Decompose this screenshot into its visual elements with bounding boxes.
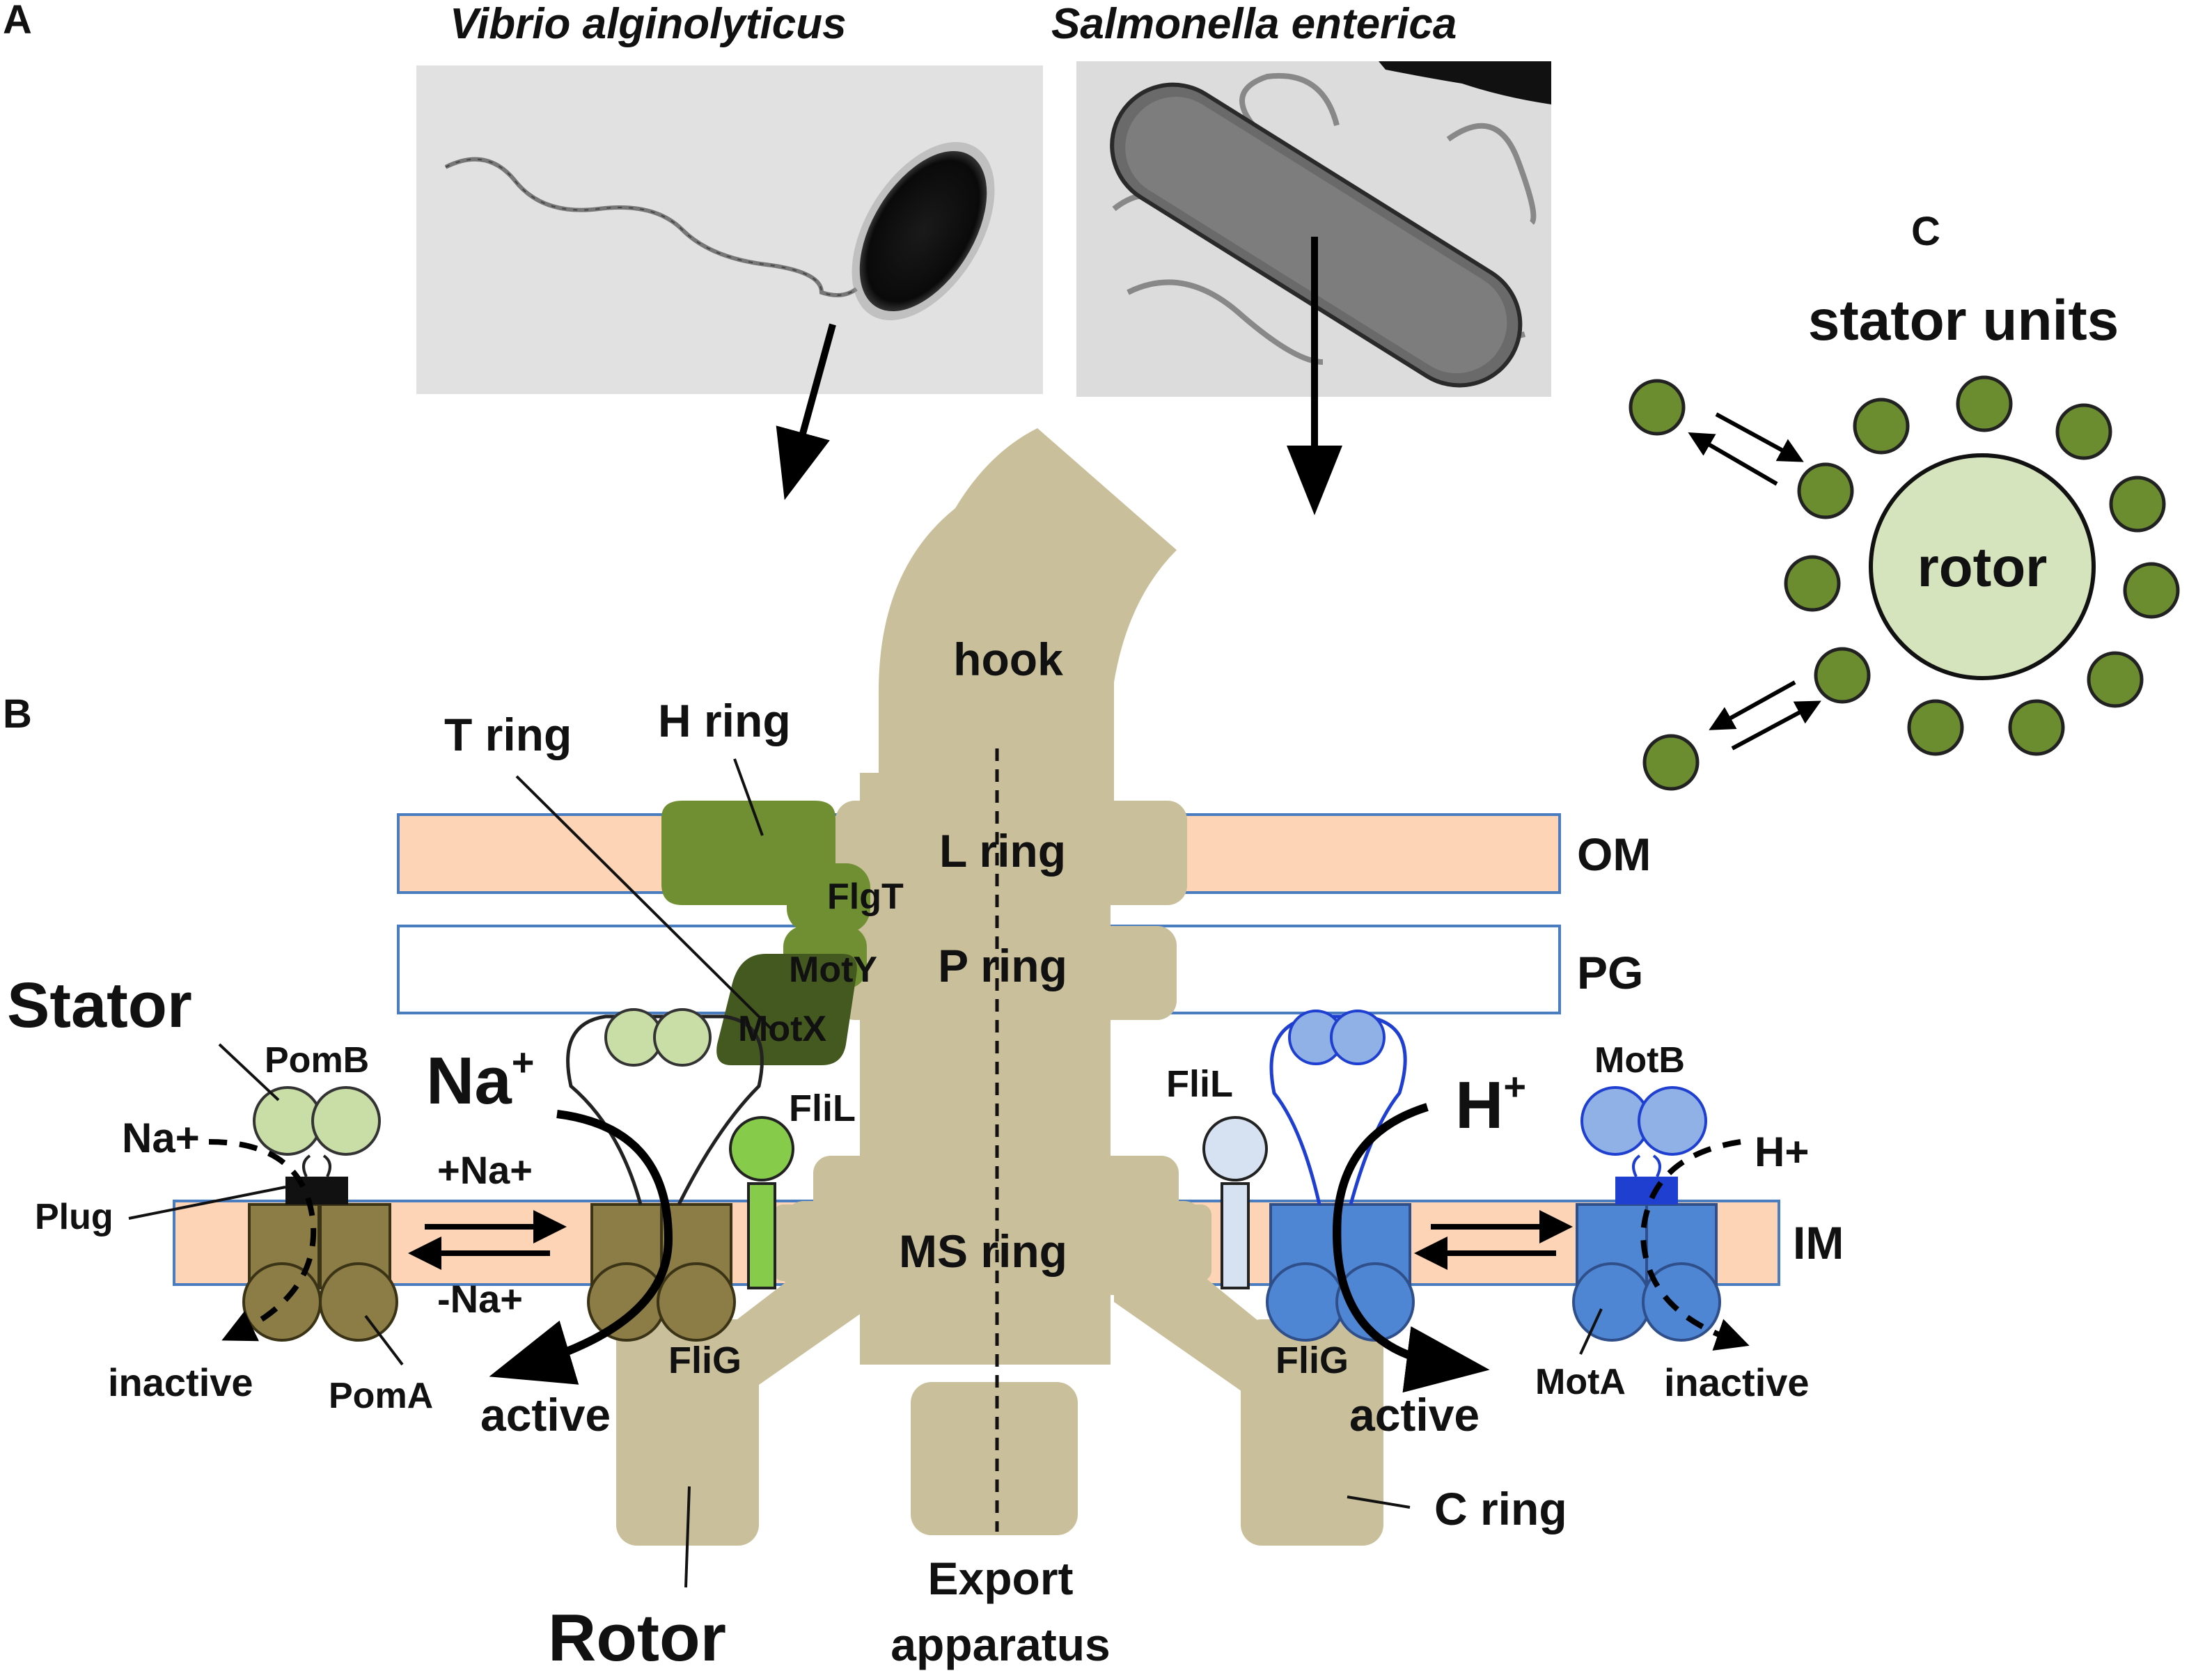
plus-na-label: +Na+ xyxy=(437,1148,533,1192)
motx xyxy=(716,954,857,1065)
l-ring xyxy=(835,801,1187,905)
pomb xyxy=(253,1086,322,1156)
motb-label: MotB xyxy=(1594,1040,1685,1081)
om-label: OM xyxy=(1577,829,1651,880)
stator-units-title: stator units xyxy=(1808,289,2119,352)
stator-unit-dot xyxy=(1907,699,1964,756)
c-ring-right xyxy=(1241,1319,1383,1546)
export-label-2: apparatus xyxy=(890,1619,1110,1670)
active-left-label: active xyxy=(480,1389,611,1440)
flil-left-label: FliL xyxy=(789,1088,856,1129)
stator-label: Stator xyxy=(7,970,192,1041)
salmonella-species-label: Salmonella enterica xyxy=(1051,0,1457,48)
inactive-stator-right xyxy=(1572,1086,1750,1351)
motx-label: MotX xyxy=(738,1009,826,1049)
na-ion-small: Na+ xyxy=(122,1115,200,1161)
stator-unit-dot xyxy=(1797,462,1854,519)
stator-unit-dot xyxy=(1814,647,1871,704)
stator-unit-dot xyxy=(1784,555,1841,612)
stator-unit-dot xyxy=(1853,398,1910,455)
export-apparatus xyxy=(911,1382,1078,1535)
h-ring-label: H ring xyxy=(658,695,791,746)
p-ring xyxy=(835,926,1177,1020)
exchange-arrow xyxy=(1709,680,1796,730)
vibrio-species-label: Vibrio alginolyticus xyxy=(450,0,847,48)
t-ring-label: T ring xyxy=(444,709,572,760)
inactive-left-label: inactive xyxy=(108,1360,253,1404)
rotor-circle-label: rotor xyxy=(1917,536,2048,598)
inactive-stator-left xyxy=(208,1086,398,1342)
panel-c-diagram: stator units rotor xyxy=(1629,289,2180,791)
h-ion-small: H+ xyxy=(1755,1129,1809,1175)
stator-unit-dot xyxy=(2109,476,2166,533)
pg-label: PG xyxy=(1577,947,1643,998)
vibrio-arrow xyxy=(776,323,836,501)
inactive-right-label: inactive xyxy=(1664,1360,1810,1404)
panel-label-b: B xyxy=(3,691,32,737)
mota-label: MotA xyxy=(1535,1362,1626,1402)
stator-unit-dot xyxy=(1642,734,1700,791)
panel-label-c: C xyxy=(1911,209,1940,254)
stator-unit-dot xyxy=(1629,379,1686,436)
rotor-label: Rotor xyxy=(548,1601,726,1675)
flil-left xyxy=(729,1116,794,1289)
h-ring-complex xyxy=(661,801,870,1065)
flig-right-label: FliG xyxy=(1276,1340,1349,1381)
active-stator-left xyxy=(489,1008,764,1385)
active-stator-right xyxy=(1266,1010,1490,1393)
stator-unit-dot xyxy=(2123,562,2180,619)
salmonella-micrograph: Salmonella enterica xyxy=(1051,0,1551,397)
im-label: IM xyxy=(1793,1217,1844,1269)
flgt-label: FlgT xyxy=(827,877,904,917)
rotor-circle xyxy=(1869,453,2096,680)
plug-label: Plug xyxy=(35,1197,113,1237)
panel-label-a: A xyxy=(3,0,32,42)
c-ring-label: C ring xyxy=(1434,1483,1567,1534)
stator-unit-dot xyxy=(2008,699,2065,756)
minus-na-label: -Na+ xyxy=(437,1277,523,1321)
vibrio-micrograph: Vibrio alginolyticus xyxy=(416,0,1043,394)
c-ring-left xyxy=(616,1319,759,1546)
pomb-label: PomB xyxy=(265,1040,369,1081)
flil-right-label: FliL xyxy=(1166,1063,1233,1105)
flgt xyxy=(787,863,870,933)
h-ion-large: H+ xyxy=(1455,1065,1526,1143)
stator-unit-dot xyxy=(2055,403,2112,460)
flil-right xyxy=(1202,1116,1268,1289)
exchange-arrow xyxy=(1731,700,1821,751)
hook xyxy=(878,428,1177,801)
export-label-1: Export xyxy=(927,1553,1073,1604)
hook-label: hook xyxy=(953,634,1063,685)
exchange-arrow xyxy=(1688,432,1778,486)
p-ring-label: P ring xyxy=(938,940,1067,991)
active-right-label: active xyxy=(1349,1389,1480,1440)
l-ring-label: L ring xyxy=(939,825,1066,877)
exchange-arrow xyxy=(1715,412,1804,462)
ms-ring-label: MS ring xyxy=(899,1225,1067,1277)
flig-left-label: FliG xyxy=(668,1340,742,1381)
poma-label: PomA xyxy=(329,1376,433,1416)
na-ion-large: Na+ xyxy=(426,1040,534,1118)
ms-ring xyxy=(783,1201,1205,1295)
moty-label: MotY xyxy=(789,950,877,990)
stator-unit-dot xyxy=(1956,375,2013,432)
stator-unit-dot xyxy=(2087,651,2144,708)
rotor-body xyxy=(616,428,1383,1546)
plug xyxy=(285,1177,348,1204)
